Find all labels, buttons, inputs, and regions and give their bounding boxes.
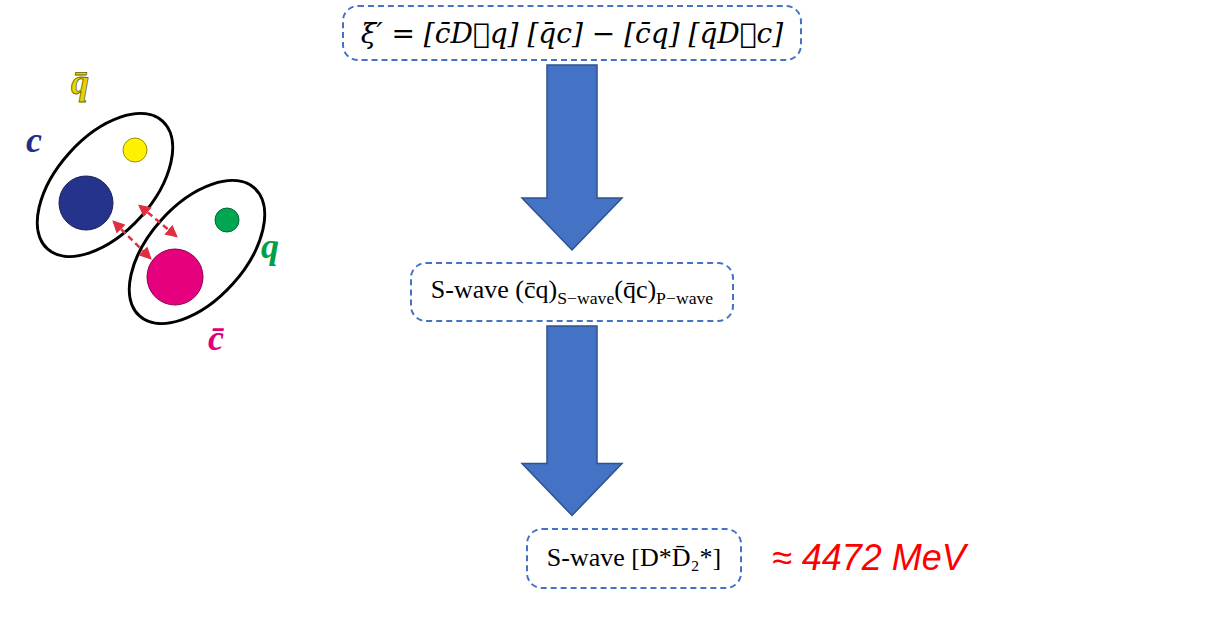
- box-content: S-wave (c̄q)S−wave(q̄c)P−wave: [431, 275, 713, 309]
- subscript-text: P−wave: [656, 288, 713, 308]
- box-content: ξ′ = [c̄D⃡q] [q̄c] − [c̄q] [q̄D⃡c]: [361, 17, 783, 50]
- charm-antiquark: [147, 249, 203, 305]
- charm-quark: [59, 176, 113, 230]
- interaction-arrow: [140, 206, 176, 236]
- quark-label: c̄: [208, 317, 224, 359]
- box-content: S-wave [D*D̄₂*]: [547, 543, 721, 573]
- quark-label: c: [26, 119, 42, 161]
- meson-outline: [104, 156, 290, 348]
- subscript-text: S−wave: [557, 288, 614, 308]
- block-arrow: [522, 65, 622, 250]
- light-quark: [215, 208, 239, 232]
- light-antiquark: [123, 138, 147, 162]
- interaction-arrow: [114, 222, 150, 258]
- formula-text: S-wave (c̄q): [431, 275, 557, 304]
- dashed-box: S-wave [D*D̄₂*]: [526, 528, 742, 589]
- formula-text: ξ′ = [c̄D⃡q] [q̄c] − [c̄q] [q̄D⃡c]: [361, 17, 783, 50]
- quark-label: q̄: [71, 61, 89, 103]
- formula-text: (q̄c): [614, 275, 656, 304]
- dashed-box: ξ′ = [c̄D⃡q] [q̄c] − [c̄q] [q̄D⃡c]: [342, 5, 802, 61]
- formula-text: S-wave [D*D̄₂*]: [547, 543, 721, 572]
- mass-annotation: ≈ 4472 MeV: [772, 537, 966, 579]
- quark-label: q: [261, 225, 279, 267]
- dashed-box: S-wave (c̄q)S−wave(q̄c)P−wave: [410, 262, 734, 322]
- block-arrow: [522, 326, 622, 516]
